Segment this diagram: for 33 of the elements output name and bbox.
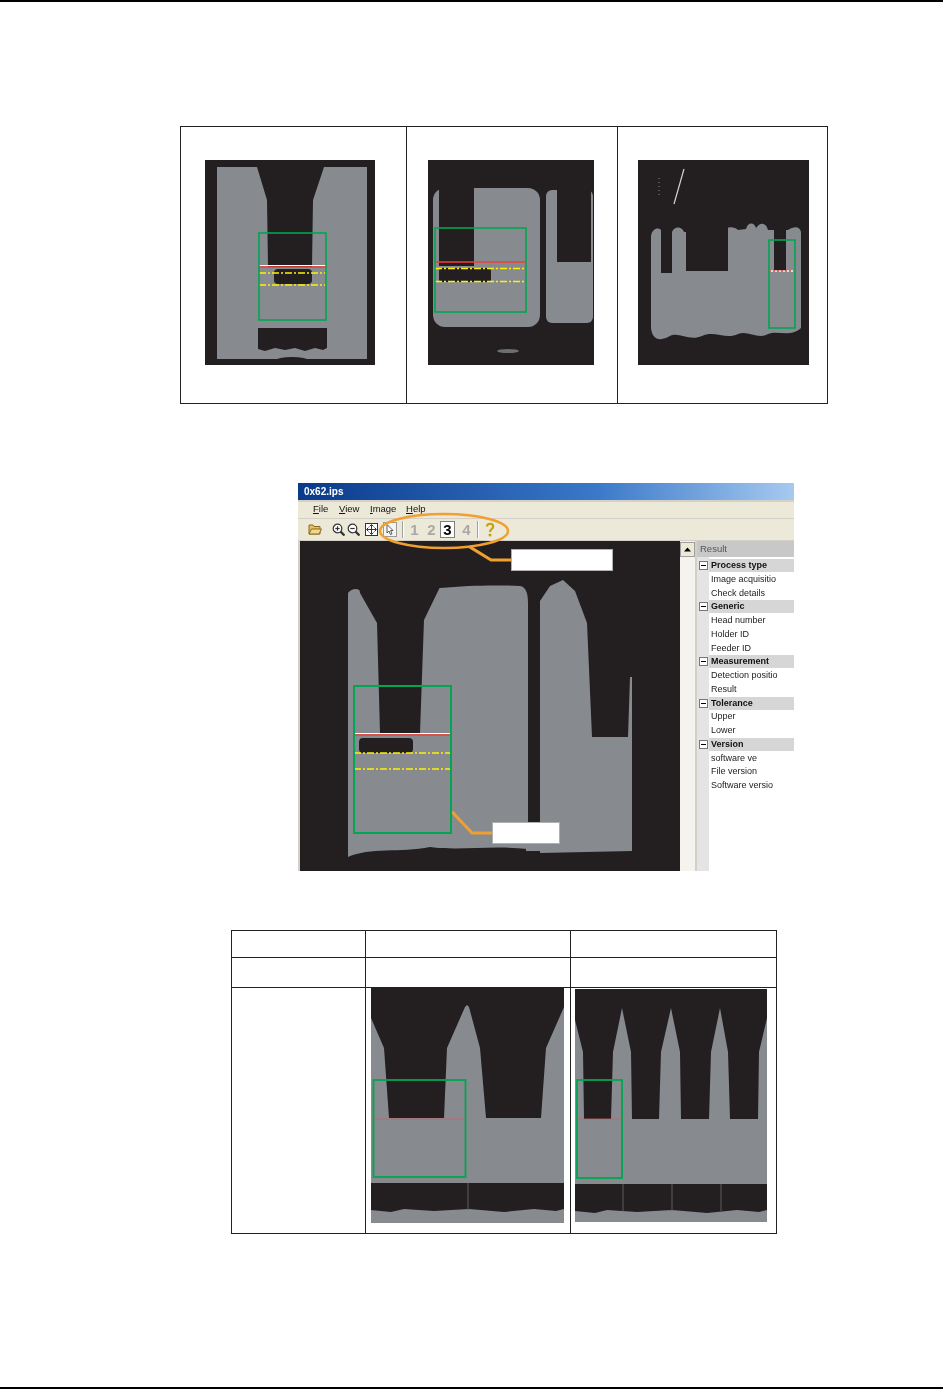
property-label: Image acquisitio [710,572,777,586]
view-number: 2 [426,521,437,538]
property-label: Check details [710,586,766,600]
section-header: Process type [709,559,794,572]
leader-line [468,545,511,562]
property-label: Software versio [710,779,774,792]
callout-box [511,549,613,571]
highlight-ellipse [378,512,510,550]
property-label: Head number [710,614,766,627]
section-header: Generic [709,600,794,614]
menu-item: Image [370,503,397,515]
view-number: 4 [461,521,472,538]
property-label: software ve [710,751,758,765]
toolbar-button: 3 [440,521,455,538]
menu-item: Help [406,503,426,515]
section-header: Measurement [709,655,794,669]
section-header: Version [709,737,794,751]
property-label: Feeder ID [710,641,752,655]
leader-line [450,810,492,835]
view-number: 1 [409,521,420,538]
window-title: 0x62.ips [304,485,344,498]
menu-item: View [339,503,360,515]
property-label: Holder ID [710,627,749,641]
callout-box [492,822,560,844]
detection-window [353,685,452,834]
property-label: Lower [710,724,736,737]
section-header: Tolerance [709,696,794,710]
property-label: Result [710,682,737,696]
menu-item: File [313,503,329,515]
property-label: Upper [710,710,736,724]
property-label: File version [710,765,757,779]
property-label: Detection positio [710,669,778,682]
panel-title: Result [697,541,794,557]
